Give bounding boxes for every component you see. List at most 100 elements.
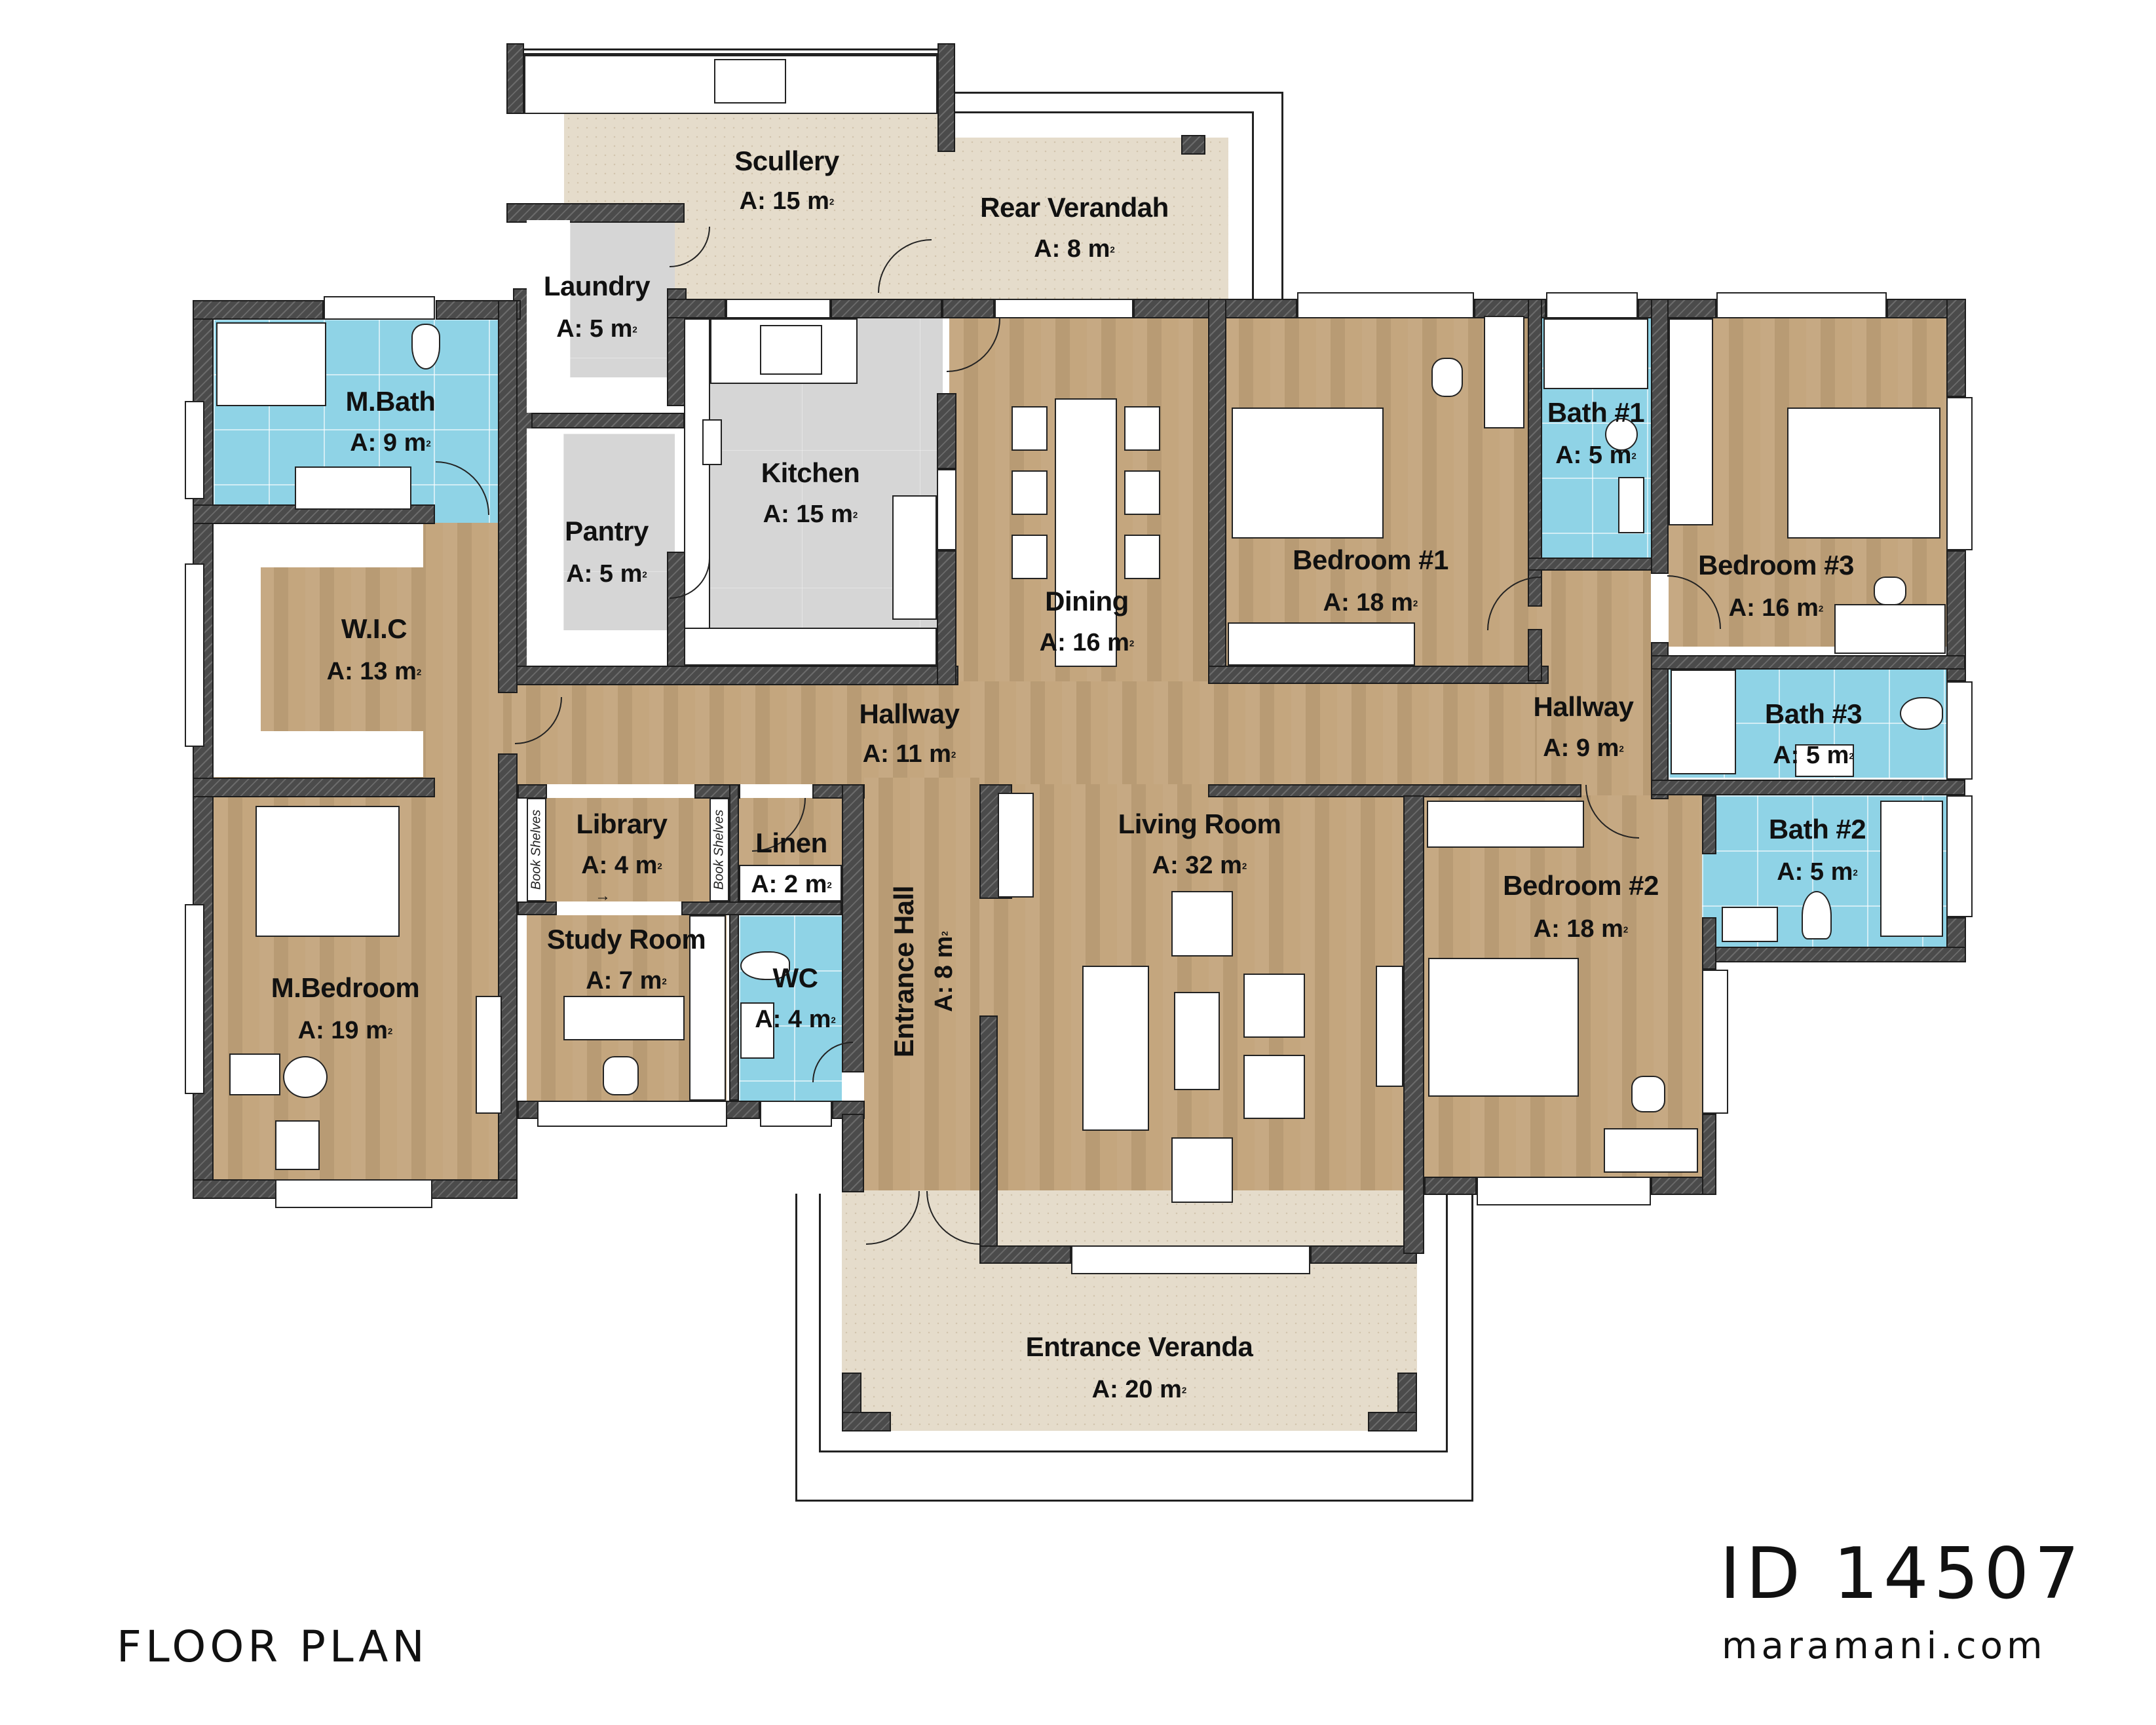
room-area: A: 5 m bbox=[1777, 858, 1853, 886]
wall bbox=[667, 299, 726, 318]
room-area: A: 19 m bbox=[297, 1017, 388, 1044]
wall bbox=[942, 299, 994, 318]
wall bbox=[979, 1015, 998, 1258]
room-name: M.Bath bbox=[345, 386, 436, 417]
armchair bbox=[275, 1120, 320, 1170]
room-name: WC bbox=[772, 962, 818, 993]
room-name: Dining bbox=[1045, 586, 1129, 616]
superscript: 2 bbox=[1631, 451, 1636, 461]
desk bbox=[1604, 1128, 1698, 1173]
room-area: A: 16 m bbox=[1728, 594, 1819, 622]
wall bbox=[518, 901, 557, 915]
room-label-entrance-hall: Entrance Hall bbox=[888, 886, 919, 1057]
wall bbox=[1946, 299, 1966, 397]
window bbox=[275, 1179, 432, 1208]
room-area: A: 16 m bbox=[1039, 629, 1129, 656]
desk bbox=[1484, 316, 1524, 428]
kitchen-counter bbox=[684, 628, 937, 666]
wall bbox=[1208, 784, 1581, 797]
kitchen-counter bbox=[684, 318, 710, 646]
sliding-door-arrow: → bbox=[595, 887, 611, 905]
room-area: A: 9 m bbox=[1543, 734, 1619, 762]
plan-id: ID 14507 bbox=[1720, 1533, 2085, 1615]
bed bbox=[1232, 408, 1384, 539]
room-label-rear-verandah: Rear Verandah bbox=[980, 194, 1169, 221]
room-label-scullery: Scullery bbox=[734, 147, 839, 175]
room-label-hallway-main: Hallway bbox=[860, 700, 960, 728]
room-label-m-bedroom: M.Bedroom bbox=[271, 974, 420, 1002]
room-area-bath-3: A: 5 m2 bbox=[1773, 743, 1854, 768]
study-chair bbox=[603, 1056, 639, 1095]
hallway-bedrooms-floor bbox=[1537, 558, 1651, 795]
wic-shelving bbox=[214, 524, 423, 567]
room-name: Bath #3 bbox=[1764, 698, 1863, 729]
wall bbox=[506, 203, 685, 223]
wall bbox=[1638, 299, 1716, 318]
master-bed bbox=[255, 806, 400, 937]
room-name: Bedroom #3 bbox=[1698, 550, 1854, 580]
room-area-dining: A: 16 m2 bbox=[1040, 630, 1135, 655]
room-name: Linen bbox=[755, 827, 827, 858]
wall bbox=[667, 552, 687, 668]
room-name: Rear Verandah bbox=[980, 192, 1169, 223]
m-bath-floor bbox=[214, 319, 498, 523]
bathtub bbox=[1671, 670, 1736, 774]
wall bbox=[513, 666, 958, 685]
entrance-hall-floor bbox=[864, 778, 979, 1190]
dining-chair bbox=[1012, 470, 1048, 515]
room-area-library: A: 4 m2 bbox=[581, 853, 662, 878]
wardrobe bbox=[1669, 318, 1713, 525]
room-area: A: 15 m bbox=[763, 501, 853, 528]
book-shelves-right bbox=[709, 798, 729, 901]
room-area-bath-1: A: 5 m2 bbox=[1555, 443, 1636, 468]
library-floor bbox=[527, 798, 729, 901]
wall bbox=[498, 753, 518, 1196]
room-area-wic: A: 13 m2 bbox=[327, 659, 422, 684]
superscript: 2 bbox=[939, 931, 950, 936]
dining-table bbox=[1055, 398, 1117, 667]
room-area-m-bedroom: A: 19 m2 bbox=[298, 1018, 393, 1043]
room-label-m-bath: M.Bath bbox=[346, 388, 436, 415]
dining-chair bbox=[1124, 535, 1160, 579]
study-cabinet bbox=[689, 915, 726, 1101]
superscript: 2 bbox=[1849, 751, 1854, 761]
room-area-pantry: A: 5 m2 bbox=[566, 561, 647, 586]
room-name: Bath #2 bbox=[1768, 814, 1866, 844]
room-area-study-room: A: 7 m2 bbox=[586, 968, 667, 993]
superscript: 2 bbox=[1241, 861, 1247, 871]
wall bbox=[1651, 655, 1965, 670]
wall bbox=[1181, 135, 1205, 155]
wall bbox=[842, 784, 864, 1072]
window bbox=[537, 1101, 727, 1127]
superscript: 2 bbox=[632, 324, 637, 335]
room-label-wic: W.I.C bbox=[341, 615, 407, 643]
basin bbox=[1618, 477, 1644, 533]
wall bbox=[937, 43, 955, 152]
wc-floor bbox=[739, 915, 842, 1101]
armchair bbox=[1243, 974, 1305, 1038]
room-name: Entrance Veranda bbox=[1025, 1331, 1253, 1362]
website-link[interactable]: maramani.com bbox=[1722, 1625, 2047, 1667]
wall bbox=[1208, 299, 1226, 681]
entrance-veranda-outline-inner bbox=[819, 1194, 1448, 1452]
room-area-hallway-bedrooms: A: 9 m2 bbox=[1543, 736, 1624, 761]
wall bbox=[193, 1179, 284, 1199]
wall bbox=[1702, 917, 1716, 970]
bed bbox=[1787, 408, 1940, 539]
wall bbox=[937, 393, 956, 469]
tv-unit bbox=[476, 996, 502, 1114]
room-label-pantry: Pantry bbox=[565, 518, 649, 545]
pantry-shelves bbox=[527, 630, 667, 666]
room-area: A: 5 m bbox=[566, 560, 643, 588]
wall bbox=[937, 550, 956, 685]
linen-shelves bbox=[739, 865, 842, 901]
armchair bbox=[1171, 891, 1233, 957]
dining-chair bbox=[1012, 406, 1048, 451]
window bbox=[994, 299, 1133, 318]
double-vanity bbox=[295, 466, 411, 510]
room-area-scullery: A: 15 m2 bbox=[740, 189, 835, 214]
room-area-bedroom-2: A: 18 m2 bbox=[1534, 917, 1629, 941]
rear-roof-outline bbox=[506, 48, 952, 55]
room-label-entrance-veranda: Entrance Veranda bbox=[1026, 1333, 1253, 1361]
armchair bbox=[1243, 1055, 1305, 1119]
